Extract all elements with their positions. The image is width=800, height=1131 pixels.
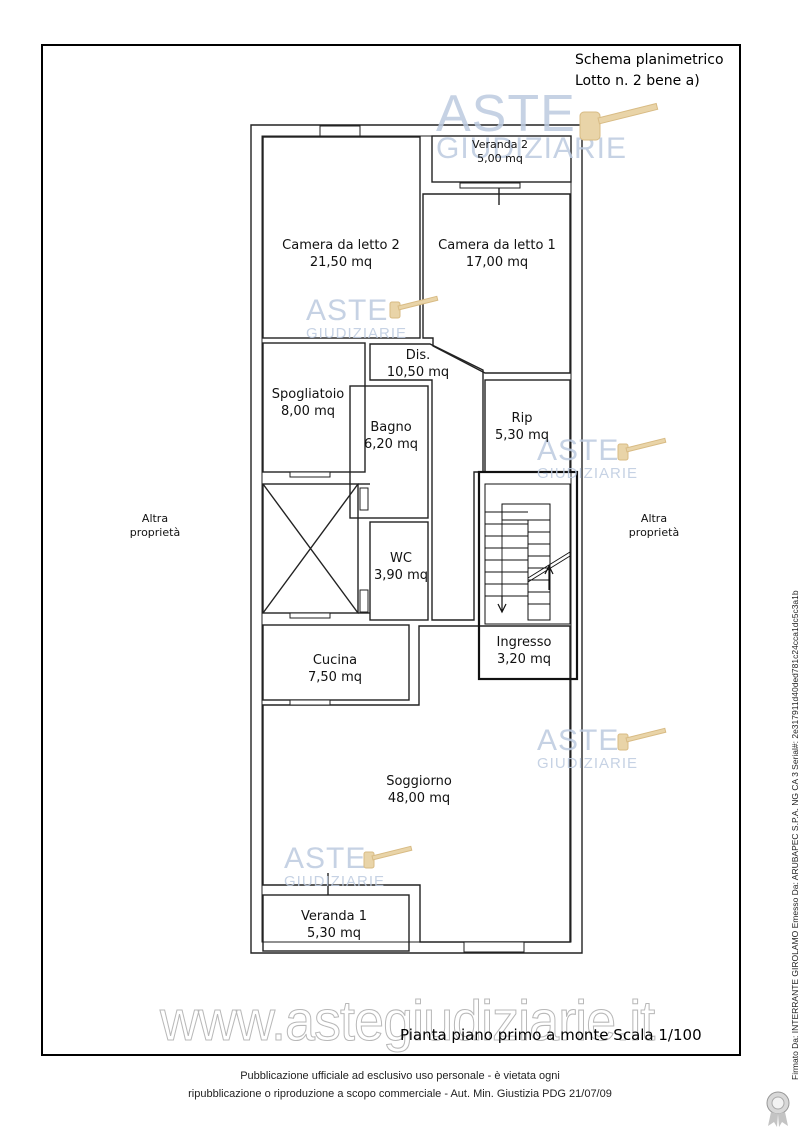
room-soggiorno [262,625,571,943]
seal-icon [766,1091,790,1127]
stair-block [477,470,579,681]
outer-wall [250,124,583,954]
room-camera-1 [422,193,571,374]
room-veranda-1 [262,894,410,952]
drawing-frame [41,44,741,1056]
window [289,699,331,706]
header-line-1: Schema planimetrico [575,52,724,68]
schema-header: Schema planimetrico Lotto n. 2 bene a) [575,50,724,92]
window [319,125,361,137]
footer-line-1: Pubblicazione ufficiale ad esclusivo uso… [240,1070,560,1082]
room-bagno [349,385,429,519]
window [289,612,331,619]
window [359,589,369,613]
shaft-cross-2 [262,483,359,614]
stair-inner [484,483,571,625]
window [459,182,521,189]
stair-arrow-up [544,564,554,590]
window [289,471,331,478]
room-camera-2 [262,136,421,339]
room-dis [369,343,484,621]
room-cucina [262,624,410,701]
digital-signature: Firmato Da: INTERRANTE GIROLAMO Emesso D… [790,590,800,1080]
gavel-icon [579,111,601,141]
plan-title: Pianta piano primo a monte Scala 1/100 [400,1026,702,1044]
stair-arrow-down [497,596,507,614]
room-veranda-2 [431,135,572,183]
window [359,487,369,511]
footer-line-2: ripubblicazione o riproduzione a scopo c… [188,1088,612,1100]
room-wc [369,521,429,621]
room-label-dis: Dis.10,50 mq [386,348,450,380]
header-line-2: Lotto n. 2 bene a) [575,73,700,89]
window [463,941,525,953]
website-watermark: www.astegiudiziarie.it [159,989,655,1053]
